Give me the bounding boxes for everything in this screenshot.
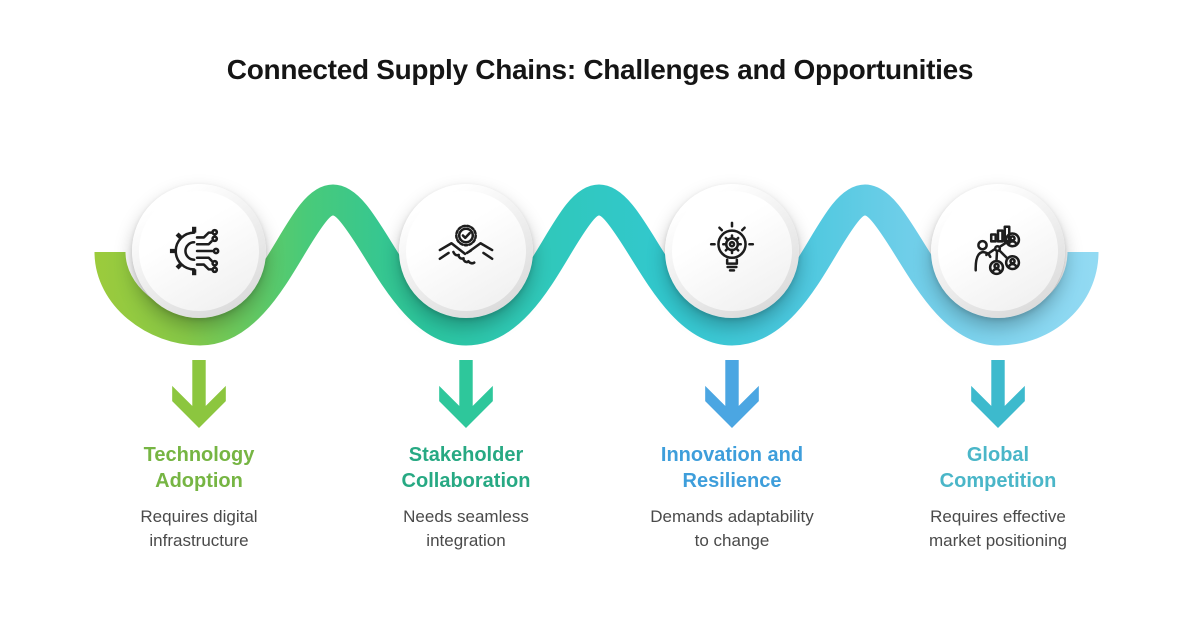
step-column-technology: Technology Adoption Requires digital inf…	[94, 360, 304, 553]
step-description: Demands adaptability to change	[627, 505, 837, 553]
step-heading: Stakeholder Collaboration	[361, 442, 571, 494]
step-description: Needs seamless integration	[361, 505, 571, 553]
heading-line: Stakeholder	[408, 444, 524, 466]
description-line: infrastructure	[149, 531, 249, 550]
description-line: to change	[694, 531, 770, 550]
step-description: Requires effective market positioning	[893, 505, 1103, 553]
step-heading: Technology Adoption	[94, 442, 304, 494]
heading-line: Innovation and	[660, 444, 804, 466]
down-arrow-icon	[971, 360, 1025, 428]
step-column-innovation: Innovation and Resilience Demands adapta…	[627, 360, 837, 553]
heading-line: Competition	[939, 470, 1057, 492]
heading-line: Collaboration	[401, 470, 531, 492]
description-line: market positioning	[929, 531, 1067, 550]
description-line: Needs seamless	[403, 507, 529, 526]
heading-line: Resilience	[682, 470, 782, 492]
ribbon-path	[94, 184, 1099, 346]
description-line: Requires digital	[140, 507, 258, 526]
step-heading: Innovation and Resilience	[627, 442, 837, 494]
digital-transformation-icon	[169, 226, 220, 276]
page-title: Connected Supply Chains: Challenges and …	[226, 54, 974, 85]
down-arrow-icon	[439, 360, 493, 428]
step-description: Requires digital infrastructure	[94, 505, 304, 553]
description-line: Demands adaptability	[650, 507, 814, 526]
step-circle-global	[931, 184, 1065, 318]
description-line: integration	[426, 531, 506, 550]
step-column-global: Global Competition Requires effective ma…	[893, 360, 1103, 553]
heading-line: Global	[966, 444, 1030, 466]
handshake-certified-icon	[438, 224, 494, 265]
down-arrow-icon	[172, 360, 226, 428]
down-arrow-icon	[705, 360, 759, 428]
step-circle-technology	[132, 184, 266, 318]
description-line: Requires effective	[930, 507, 1066, 526]
step-circle-stakeholder	[399, 184, 533, 318]
innovation-bulb-gear-icon	[709, 221, 755, 272]
heading-line: Adoption	[155, 470, 243, 492]
step-circle-innovation	[665, 184, 799, 318]
step-column-stakeholder: Stakeholder Collaboration Needs seamless…	[361, 360, 571, 553]
heading-line: Technology	[143, 444, 255, 466]
step-heading: Global Competition	[893, 442, 1103, 494]
global-competition-network-icon	[974, 225, 1021, 276]
